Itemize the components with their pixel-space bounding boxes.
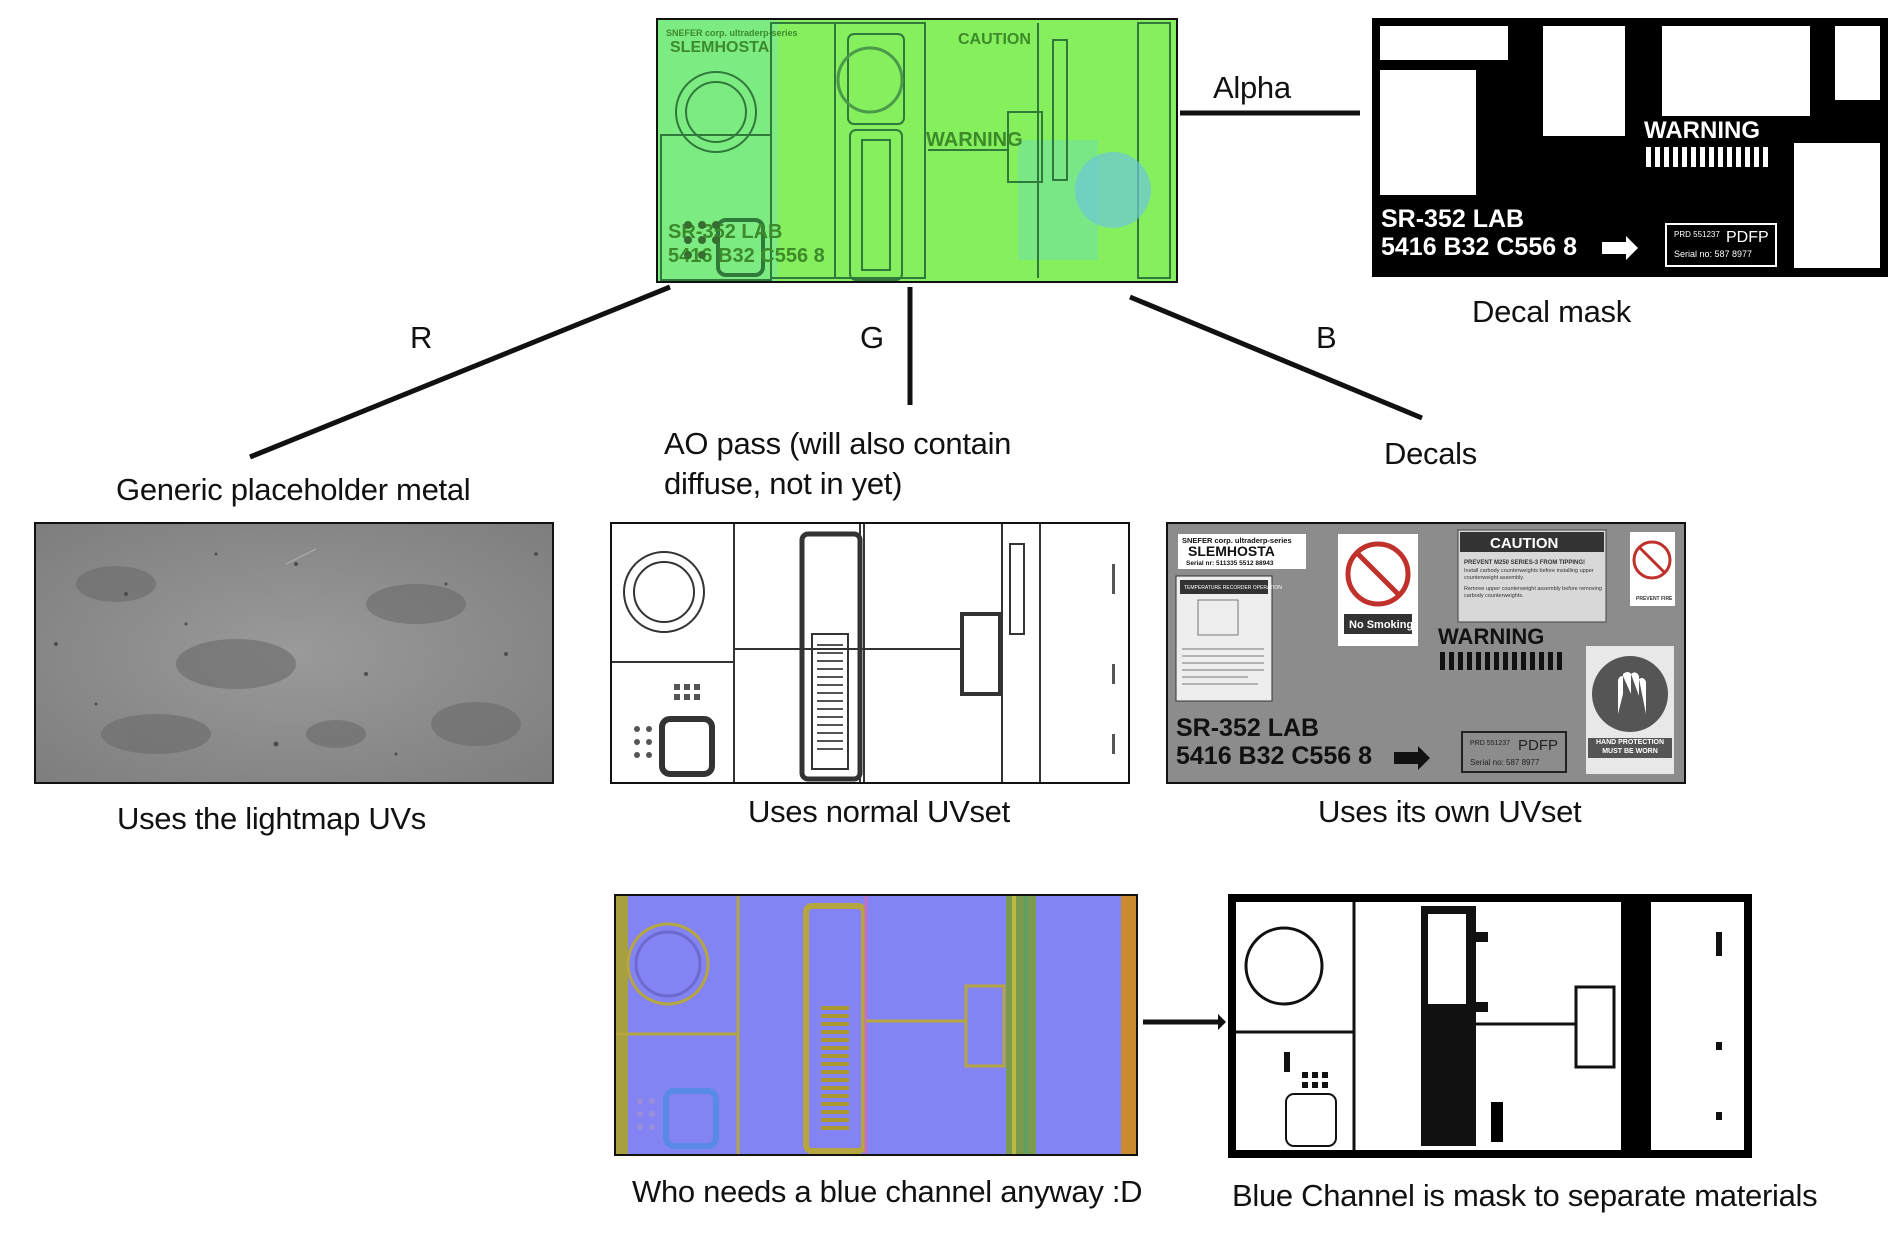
decal-hand-protection-text: HAND PROTECTION MUST BE WORN bbox=[1595, 739, 1665, 755]
decal-company-text: SNEFER corp. ultraderp-series bbox=[1182, 536, 1292, 545]
mask-prd-text: PRD 551237 bbox=[1674, 230, 1720, 239]
label-b: B bbox=[1316, 320, 1337, 355]
decals-texture: SNEFER corp. ultraderp-series SLEMHOSTA … bbox=[1166, 522, 1686, 784]
label-normal-uvset: Uses normal UVset bbox=[748, 794, 1010, 829]
label-blue-channel-joke: Who needs a blue channel anyway :D bbox=[632, 1174, 1143, 1209]
mask-warning-text: WARNING bbox=[1644, 117, 1760, 144]
label-generic-metal: Generic placeholder metal bbox=[116, 472, 471, 507]
mask-code-text: 5416 B32 C556 8 bbox=[1381, 233, 1577, 261]
decal-caution-text: CAUTION bbox=[1490, 535, 1558, 552]
decal-code-text: 5416 B32 C556 8 bbox=[1176, 742, 1372, 770]
decal-prd-text: PRD 551237 bbox=[1470, 740, 1510, 747]
decal-serial-text: Serial no: 587 8977 bbox=[1470, 758, 1540, 767]
combined-caution-text: CAUTION bbox=[958, 31, 1031, 48]
decal-serial-line-text: Serial nr: 511335 5512 88943 bbox=[1186, 560, 1274, 567]
decal-pdfp-text: PDFP bbox=[1518, 737, 1558, 754]
label-own-uvset: Uses its own UVset bbox=[1318, 794, 1582, 829]
label-g: G bbox=[860, 320, 884, 355]
label-ao-pass: AO pass (will also contain diffuse, not … bbox=[664, 426, 1012, 501]
decal-warning-text: WARNING bbox=[1438, 624, 1544, 649]
decal-brand-text: SLEMHOSTA bbox=[1188, 543, 1275, 559]
decal-mask-texture: WARNING SR-352 LAB 5416 B32 C556 8 PRD 5… bbox=[1372, 18, 1888, 277]
connector-r bbox=[249, 284, 671, 460]
metal-texture bbox=[34, 522, 554, 784]
decal-caution-body-2: Remove upper counterweight assembly befo… bbox=[1464, 586, 1602, 599]
label-alpha: Alpha bbox=[1213, 70, 1291, 105]
ao-texture bbox=[610, 522, 1130, 784]
label-r: R bbox=[410, 320, 433, 355]
normal-map-texture bbox=[614, 894, 1138, 1156]
connector-b bbox=[1129, 294, 1423, 421]
arrow-head bbox=[1218, 1014, 1226, 1030]
decal-lab-text: SR-352 LAB bbox=[1176, 714, 1319, 742]
mask-serial-text: Serial no: 587 8977 bbox=[1674, 249, 1752, 259]
decal-caution-body-1: Install carbody counterweights before in… bbox=[1464, 568, 1594, 581]
label-decal-mask: Decal mask bbox=[1472, 294, 1631, 329]
mask-lab-text: SR-352 LAB bbox=[1381, 205, 1524, 233]
combined-texture: SNEFER corp. ultraderp-series SLEMHOSTA … bbox=[656, 18, 1178, 283]
label-lightmap-uvs: Uses the lightmap UVs bbox=[117, 801, 426, 836]
decal-temperature-text: TEMPERATURE RECORDER OPERATION bbox=[1184, 585, 1282, 591]
mask-pdfp-text: PDFP bbox=[1726, 229, 1769, 246]
blue-channel-mask-texture bbox=[1228, 894, 1752, 1158]
combined-lab-text: SR-352 LAB bbox=[668, 221, 782, 243]
combined-company-text: SNEFER corp. ultraderp-series bbox=[666, 28, 798, 38]
decal-prevent-fire-text: PREVENT FIRE bbox=[1636, 596, 1673, 602]
label-blue-channel-mask: Blue Channel is mask to separate materia… bbox=[1232, 1178, 1818, 1213]
combined-warning-text: WARNING bbox=[926, 129, 1023, 151]
combined-brand-text: SLEMHOSTA bbox=[670, 39, 770, 56]
decal-caution-sub-text: PREVENT M250 SERIES-3 FROM TIPPING! bbox=[1464, 560, 1585, 566]
label-decals: Decals bbox=[1384, 436, 1477, 471]
combined-code-text: 5416 B32 C556 8 bbox=[668, 245, 825, 267]
decal-no-smoking-text: No Smoking bbox=[1349, 619, 1413, 631]
